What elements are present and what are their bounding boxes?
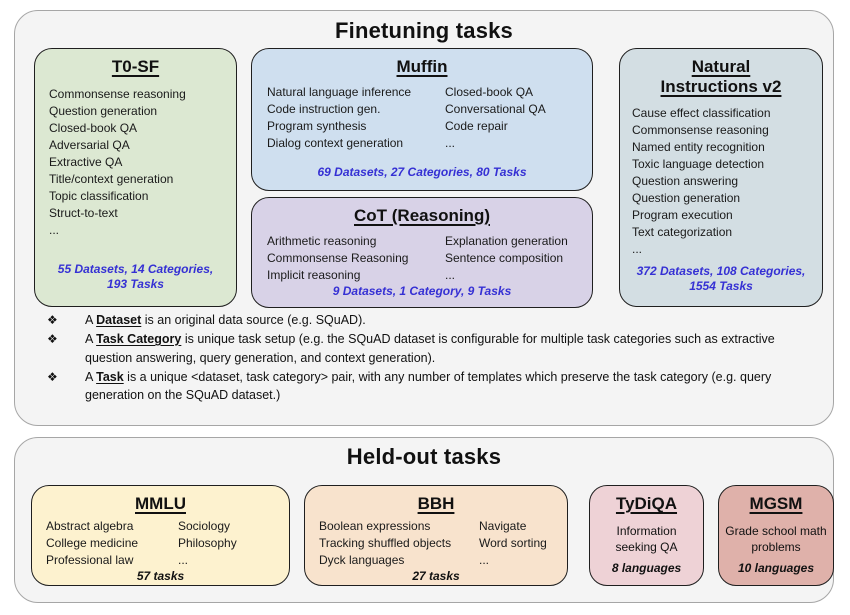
held-out-tasks-title: Held-out tasks (346, 444, 502, 469)
definitions-notes: ❖ A Dataset is an original data source (… (39, 311, 823, 405)
list-item: Question generation (632, 191, 741, 205)
list-item: Conversational QA (445, 102, 546, 116)
mgsm-description: Grade school math problems (725, 524, 827, 554)
list-item: ... (632, 242, 643, 256)
list-item: Adversarial QA (49, 138, 130, 152)
list-item: Program synthesis (267, 119, 367, 133)
tydiqa-box: TyDiQA Information seeking QA 8 language… (589, 485, 704, 586)
list-item: Closed-book QA (445, 85, 534, 99)
tydiqa-description: Information seeking QA (615, 524, 678, 554)
diamond-bullet-icon: ❖ (47, 332, 58, 346)
note-task: ❖ A Task is a unique <dataset, task cate… (39, 368, 823, 405)
tydiqa-stats: 8 languages (611, 561, 682, 575)
list-item: Commonsense Reasoning (267, 251, 409, 265)
bbh-stats: 27 tasks (412, 569, 460, 583)
mgsm-box: MGSM Grade school math problems 10 langu… (718, 485, 834, 586)
list-item: Named entity recognition (632, 140, 765, 154)
list-item: Implicit reasoning (267, 268, 361, 282)
niv2-stats: 372 Datasets, 108 Categories, 1554 Tasks (636, 264, 806, 293)
t0sf-stats: 55 Datasets, 14 Categories, 193 Tasks (57, 262, 214, 291)
list-item: Arithmetic reasoning (267, 234, 377, 248)
list-item: Closed-book QA (49, 121, 138, 135)
note-task-text: A Task is a unique <dataset, task catego… (85, 369, 772, 403)
note-task-category: ❖ A Task Category is unique task setup (… (39, 330, 823, 367)
list-item: Question generation (49, 104, 158, 118)
muffin-stats: 69 Datasets, 27 Categories, 80 Tasks (317, 165, 527, 179)
mgsm-title: MGSM (749, 494, 803, 513)
list-item: Title/context generation (49, 172, 174, 186)
list-item: Toxic language detection (632, 157, 765, 171)
list-item: Dialog context generation (267, 136, 404, 150)
list-item: Navigate (479, 519, 527, 533)
list-item: ... (479, 553, 490, 567)
diamond-bullet-icon: ❖ (47, 369, 58, 384)
list-item: ... (445, 136, 456, 150)
list-item: Commonsense reasoning (632, 123, 769, 137)
list-item: ... (49, 223, 60, 237)
list-item: College medicine (46, 536, 139, 550)
list-item: ... (178, 553, 189, 567)
list-item: Explanation generation (445, 234, 568, 248)
mgsm-stats: 10 languages (737, 561, 815, 575)
list-item: Sentence composition (445, 251, 564, 265)
list-item: Extractive QA (49, 155, 123, 169)
tydiqa-title: TyDiQA (615, 494, 678, 513)
finetuning-tasks-title: Finetuning tasks (335, 18, 513, 43)
list-item: Word sorting (479, 536, 547, 550)
diamond-bullet-icon: ❖ (47, 313, 58, 327)
list-item: Boolean expressions (319, 519, 431, 533)
niv2-title: Natural Instructions v2 (660, 57, 782, 96)
list-item: Code instruction gen. (267, 102, 381, 116)
list-item: Cause effect classification (632, 106, 771, 120)
list-item: Topic classification (49, 189, 149, 203)
list-item: Abstract algebra (46, 519, 134, 533)
mmlu-title: MMLU (135, 494, 186, 513)
list-item: Professional law (46, 553, 134, 567)
bbh-title: BBH (417, 494, 455, 513)
muffin-title: Muffin (396, 57, 448, 76)
list-item: Natural language inference (267, 85, 412, 99)
list-item: Question answering (632, 174, 739, 188)
t0sf-title: T0-SF (111, 57, 160, 76)
list-item: Dyck languages (319, 553, 405, 567)
note-task-category-text: A Task Category is unique task setup (e.… (85, 332, 775, 365)
list-item: Text categorization (632, 225, 733, 239)
list-item: Code repair (445, 119, 508, 133)
muffin-task-list-col2: Closed-book QA Conversational QA Code repa… (445, 84, 582, 152)
list-item: Program execution (632, 208, 733, 222)
finetuning-tasks-panel: Finetuning tasks T0-SF Commonsense reaso… (14, 10, 834, 426)
natural-instructions-v2-box: Natural Instructions v2 Cause effect cla… (619, 48, 823, 307)
note-dataset-text: A Dataset is an original data source (e.… (85, 313, 366, 327)
list-item: Struct-to-text (49, 206, 118, 220)
cot-title: CoT (Reasoning) (354, 206, 490, 225)
list-item: Commonsense reasoning (49, 87, 186, 101)
list-item: Tracking shuffled objects (319, 536, 452, 550)
list-item: Philosophy (178, 536, 237, 550)
note-dataset: ❖ A Dataset is an original data source (… (39, 311, 823, 330)
mmlu-stats: 57 tasks (136, 569, 185, 583)
list-item: Sociology (178, 519, 231, 533)
list-item: ... (445, 268, 456, 282)
cot-stats: 9 Datasets, 1 Category, 9 Tasks (332, 284, 512, 298)
